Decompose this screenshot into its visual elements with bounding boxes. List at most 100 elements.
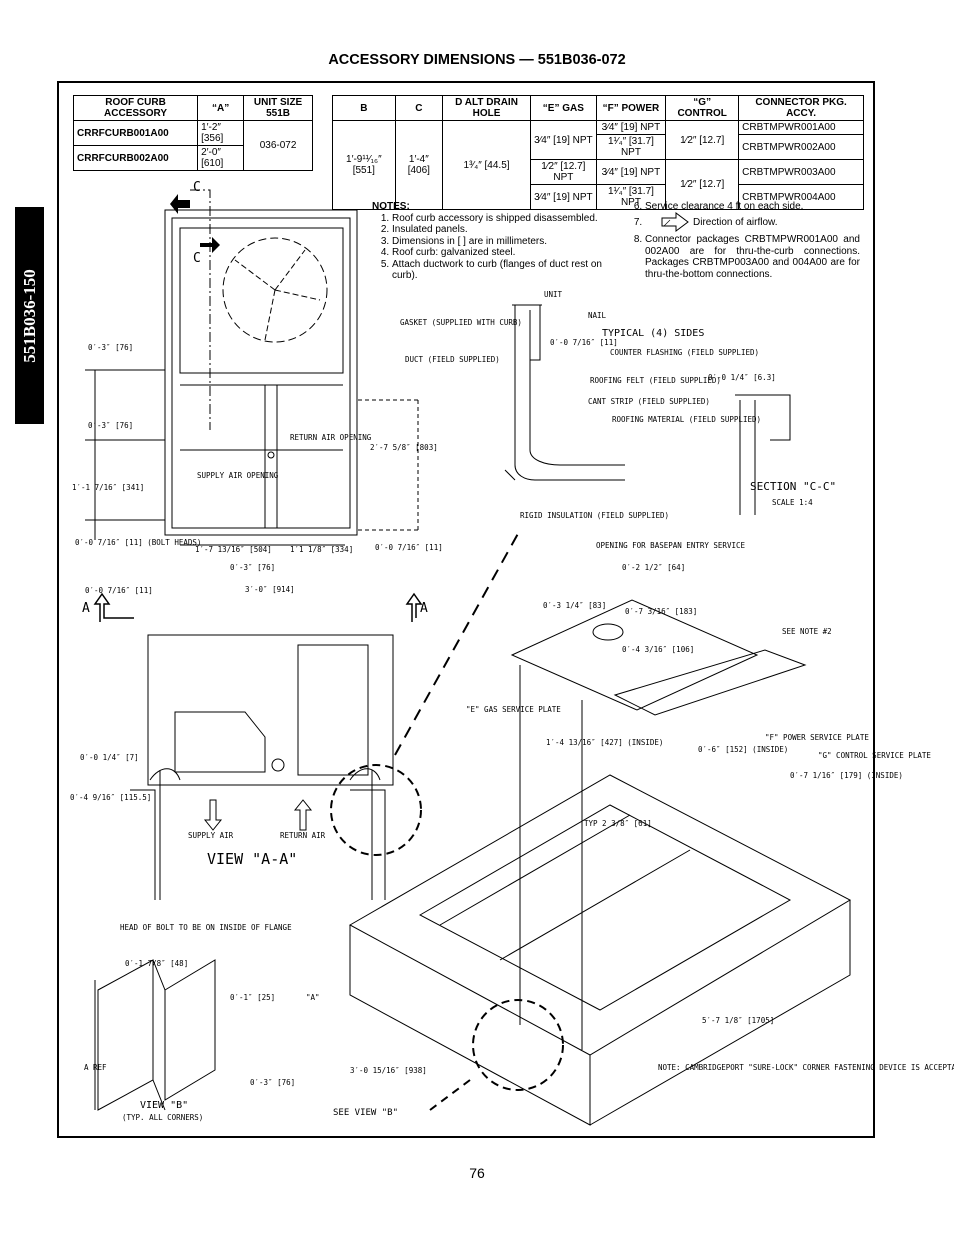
e-cell: 3⁄4″ [19] NPT [530,120,597,160]
view-b-sub: (TYP. ALL CORNERS) [122,1113,203,1122]
note-item: Roof curb accessory is shipped disassemb… [392,213,602,225]
col-a: “A” [197,95,245,121]
supply-air-label: SUPPLY AIR OPENING [197,471,279,480]
curb-isometric [348,599,852,1126]
g-cell: 1⁄2″ [12.7] [665,120,740,160]
supply-air-short: SUPPLY AIR [188,831,234,840]
section-cc-title: SECTION "C-C" [750,480,836,493]
c-cell: 1′-4″ [406] [394,120,444,210]
dim-label: 0′-0 1/4″ [7] [80,753,139,762]
notes-right: Service clearance 4 ft on each side. Dir… [625,201,860,280]
note-item: Attach ductwork to curb (flanges of duct… [392,259,602,282]
dim-label: 0′-0 7/16″ [11] [85,586,153,595]
roof-curb-table: ROOF CURB ACCESSORY “A” UNIT SIZE 551B C… [72,95,313,171]
dim-label: 5′-7 1/8″ [1705] [702,1016,774,1025]
col-c: C [394,95,444,121]
dim-label: 0′-3″ [76] [88,343,133,352]
fan-outline [222,237,328,343]
a-cell: 2′-0″ [610] [197,145,245,171]
section-arrow-icon [405,592,423,622]
dim-label: 0′-0 7/16″ [11] [375,543,443,552]
bolt-head-label: HEAD OF BOLT TO BE ON INSIDE OF FLANGE [120,923,292,932]
dim-label: 0′-4 9/16″ [115.5] [70,793,151,802]
view-aa-unit [147,634,394,786]
dim-label: 1′1 1/8″ [334] [290,545,353,554]
col-pkg: CONNECTOR PKG. ACCY. [738,95,864,121]
dim-label: A REF [84,1063,107,1072]
counter-flashing-label: COUNTER FLASHING (FIELD SUPPLIED) [610,348,759,357]
b-cell: 1′-9¹¹⁄₁₆″ [551] [332,120,396,210]
return-air-label: RETURN AIR OPENING [290,433,372,442]
see-note-label: SEE NOTE #2 [782,627,832,636]
f-cell: 1¹⁄₄″ [31.7] NPT [595,134,667,160]
dim-label: 0′-3″ [76] [230,563,275,572]
dim-label: 0′-3″ [76] [88,421,133,430]
section-a-label: A [82,601,90,616]
duct-label: DUCT (FIELD SUPPLIED) [405,355,500,364]
basepan-label: OPENING FOR BASEPAN ENTRY SERVICE [596,541,745,550]
pkg-cell: CRBTMPWR002A00 [738,134,864,160]
accessory-cell: CRRFCURB002A00 [72,145,199,171]
dim-label: 0′-7 1/16″ [179] (INSIDE) [790,771,903,780]
bottom-note: NOTE: CAMBRIDGEPORT "SURE-LOCK" CORNER F… [658,1063,954,1072]
f-cell: 1¹⁄₄″ [31.7] NPT [595,184,667,210]
note-item: Direction of airflow. [645,217,860,229]
detail-callout [330,764,422,856]
control-plate-label: "G" CONTROL SERVICE PLATE [818,751,931,760]
drawing-frame [57,81,875,1138]
section-c-label: C [193,180,201,195]
section-c-label: C [193,251,201,266]
page-title: ACCESSORY DIMENSIONS — 551B036-072 [328,52,626,68]
dim-label: 0′-0 1/4″ [6.3] [708,373,776,382]
see-view-b-label: SEE VIEW "B" [333,1108,398,1118]
section-arrow-icon [93,592,134,622]
connector-table: B C D ALT DRAIN HOLE “E” GAS “F” POWER “… [332,95,864,210]
dim-label: 0′-1 7/8″ [48] [125,959,188,968]
col-b: B [332,95,396,121]
section-arrow-icon [200,237,220,253]
dim-label: 0′-7 3/16″ [183] [625,607,697,616]
dim-label: TYP 2 3/8″ [61] [584,819,652,828]
unit-label: UNIT [544,290,563,299]
section-a-label: A [420,601,428,616]
notes-left: NOTES: Roof curb accessory is shipped di… [372,201,602,282]
dim-label: 1′-1 7/16″ [341] [72,483,144,492]
dim-label: 1′-7 13/16″ [504] [195,545,272,554]
e-cell: 3⁄4″ [19] NPT [530,184,597,210]
d-cell: 1³⁄₄″ [44.5] [442,120,532,210]
col-accessory: ROOF CURB ACCESSORY [72,95,199,121]
dim-label: 1′-4 13/16″ [427] (INSIDE) [546,738,663,747]
return-air-short: RETURN AIR [280,831,326,840]
note-item: Roof curb: galvanized steel. [392,247,602,259]
gasket-label: GASKET (SUPPLIED WITH CURB) [400,318,522,327]
page-number: 76 [469,1165,485,1181]
curb-section [514,305,625,481]
dim-label: 0′-1″ [25] [230,993,275,1002]
dim-label: "A" [306,993,320,1002]
col-d: D ALT DRAIN HOLE [442,95,532,121]
col-g: “G” CONTROL [665,95,740,121]
roofing-material-label: ROOFING MATERIAL (FIELD SUPPLIED) [612,415,761,424]
typical-sides-label: TYPICAL (4) SIDES [602,328,704,339]
dim-label: 0′-3 1/4″ [83] [543,601,606,610]
power-plate-label: "F" POWER SERVICE PLATE [765,733,869,742]
view-b [94,959,216,1111]
cant-strip-label: CANT STRIP (FIELD SUPPLIED) [588,397,710,406]
section-cc [735,394,791,441]
f-cell: 3⁄4″ [19] NPT [595,159,667,185]
unit-size-cell: 036-072 [243,120,313,171]
dim-label: 0′-4 3/16″ [106] [622,645,694,654]
dim-label: 3′-0″ [914] [245,585,295,594]
dim-label: 0′-6″ [152] (INSIDE) [698,745,788,754]
view-b-title: VIEW "B" [140,1100,188,1111]
return-arrow-icon [293,799,313,831]
unit-outline [164,209,358,536]
section-arrow-icon [170,194,190,214]
view-aa-title: VIEW "A-A" [207,850,297,868]
note-item: Connector packages CRBTMPWR001A00 and 00… [645,234,860,280]
dim-label: 0′-3″ [76] [250,1078,295,1087]
nail-label: NAIL [588,311,607,320]
dim-label: 2′-7 5/8″ [803] [370,443,438,452]
g-cell: 1⁄2″ [12.7] [665,159,740,210]
